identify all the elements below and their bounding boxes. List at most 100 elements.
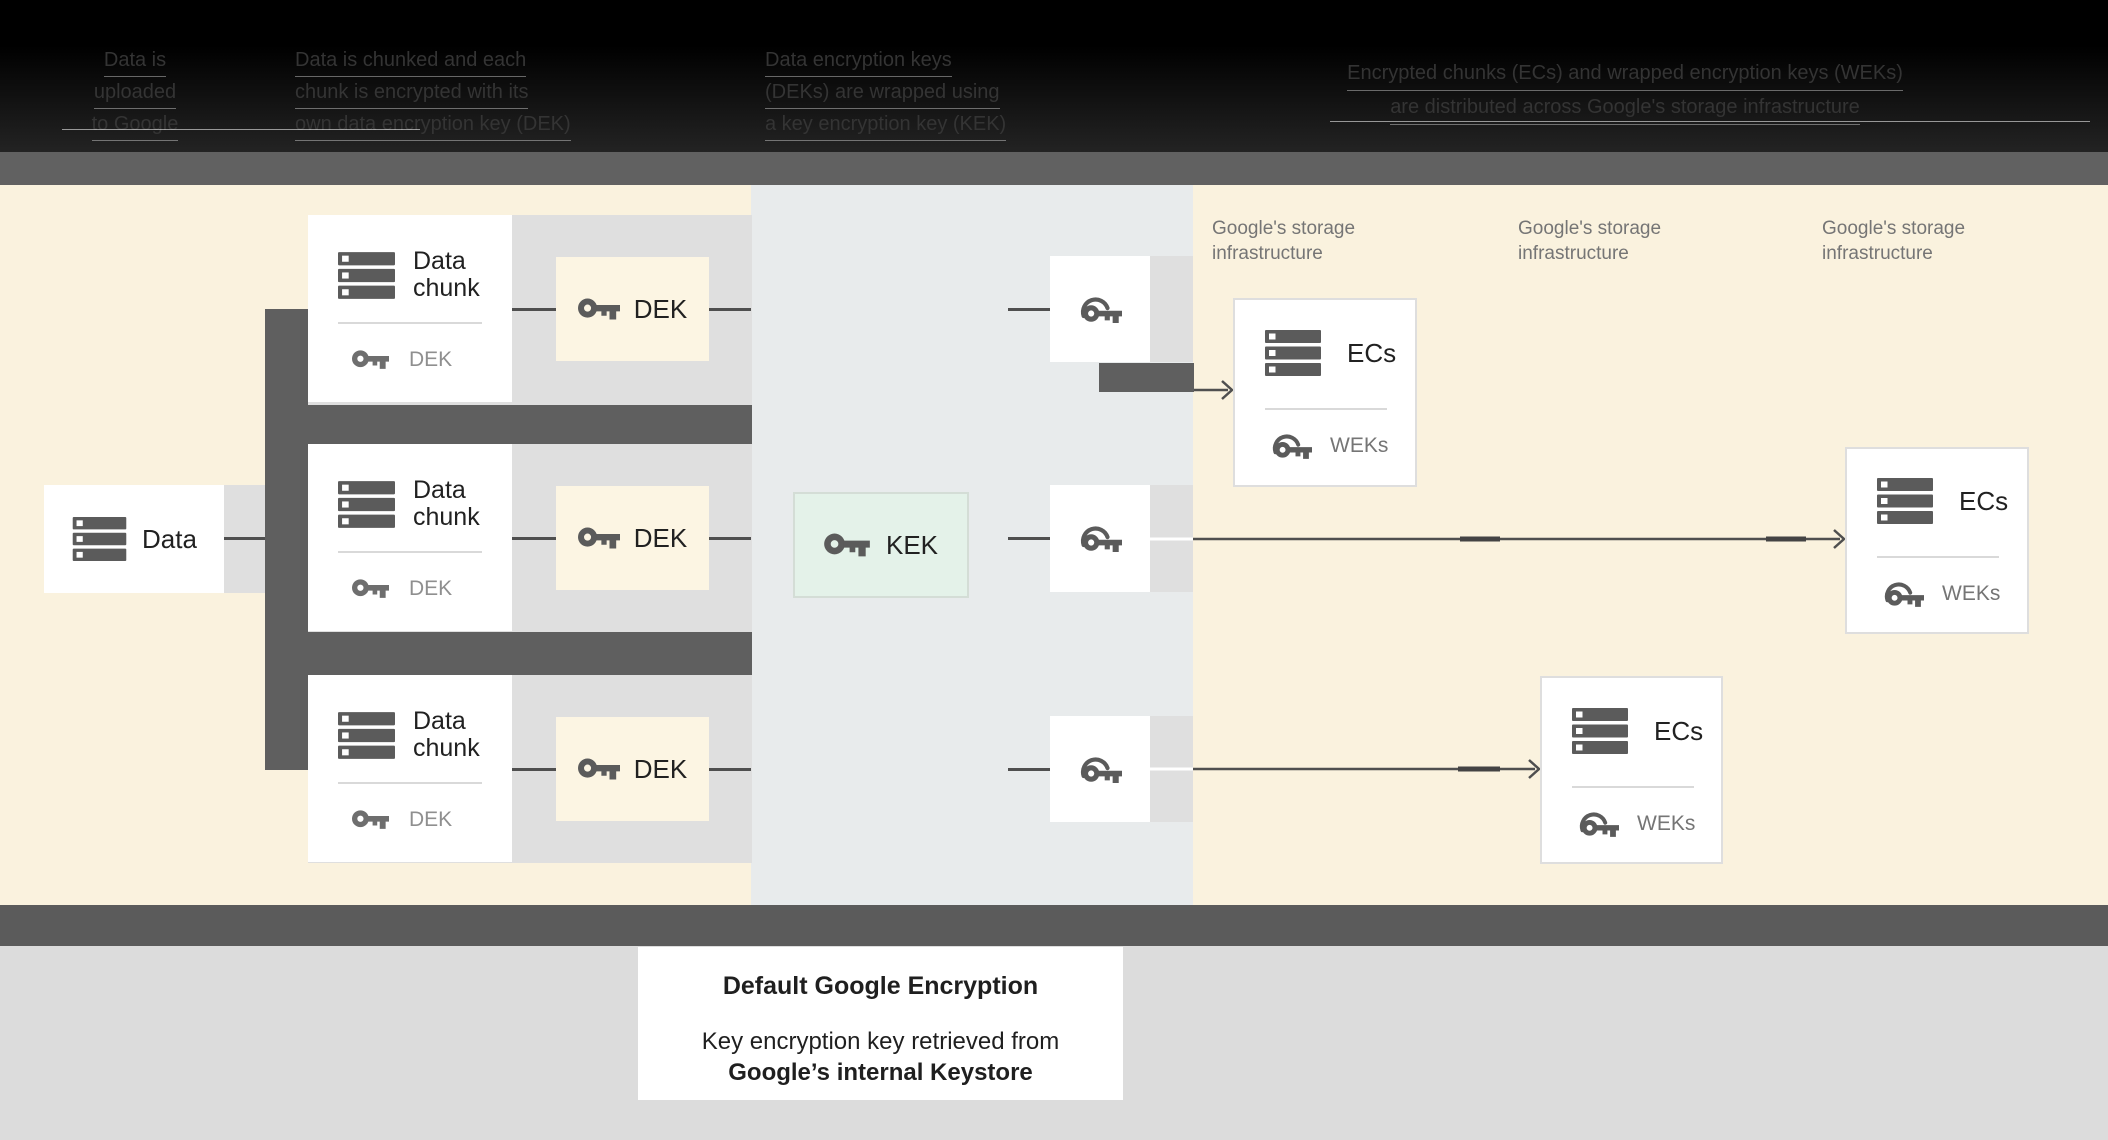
connector [1008,768,1050,771]
header-rule [62,129,420,130]
data-box-label: Data [142,523,197,554]
wrapped-key-icon [1079,755,1122,784]
ecs-box-top: ECs [1265,330,1396,376]
caption-line: Google’s internal Keystore [728,1059,1033,1086]
key-icon [577,297,620,322]
wrapped-key-icon [1079,295,1122,324]
dark-connector-block [1099,363,1194,392]
caption-title: Default Google Encryption [722,972,1039,1000]
wrapped-key-icon [1578,810,1619,838]
header-step-1-line: to Google [91,110,179,141]
header-step-3: Data encryption keys (DEKs) are wrapped … [765,46,1115,142]
storage-server-icon [338,251,395,299]
dek-box-label: DEK [633,293,688,324]
connector [709,308,751,311]
kek-box: KEK [793,492,969,598]
header-step-2-line: chunk is encrypted with its [295,78,529,109]
storage-server-icon [338,711,395,759]
storage-server-icon [1877,478,1933,524]
data-box: Data [44,485,224,593]
header-step-1-line: Data is [103,46,167,77]
connector [512,768,556,771]
wrapped-key-box [1050,716,1150,822]
key-box-shadow [1150,256,1193,362]
storage-server-icon [338,480,395,528]
header-step-4-line: Encrypted chunks (ECs) and wrapped encry… [1347,58,1903,91]
wrapped-key-box [1050,485,1150,592]
ecs-box-top: ECs [1877,478,2008,524]
ecs-box: ECs WEKs [1845,447,2029,634]
connector [709,537,751,540]
ecs-box: ECs WEKs [1233,298,1417,487]
connector [1008,537,1050,540]
card-divider [338,551,482,553]
ecs-label: ECs [1959,485,2009,516]
weks-label: WEKs [1637,812,1696,835]
dek-box: DEK [556,486,709,590]
chunk-card-bottom: DEK [352,577,452,601]
connector [1008,308,1050,311]
ecs-label: ECs [1654,715,1704,746]
wrapped-key-icon [1271,432,1312,460]
branch-trunk [265,309,308,770]
dek-box-label: DEK [633,522,688,553]
dek-box-label: DEK [633,753,688,784]
connector [512,308,556,311]
key-icon [824,532,870,559]
card-divider [1265,408,1387,410]
header-bar: Data is uploaded to Google Data is chunk… [0,0,2108,152]
caption-box: Default Google Encryption Key encryption… [638,947,1123,1100]
storage-server-icon [1265,330,1321,376]
key-icon [352,349,389,371]
card-divider [1877,556,1999,558]
storage-server-icon [1572,708,1628,754]
arrow-to-ecs-2 [1150,529,1846,549]
connector [709,768,751,771]
arrow-to-ecs-1 [1194,380,1234,400]
wrapped-key-box [1050,256,1150,362]
dek-box: DEK [556,257,709,361]
weks-label: WEKs [1942,582,2001,605]
header-rule [1330,121,2090,122]
header-step-3-line: a key encryption key (KEK) [765,110,1007,141]
card-divider [1572,786,1694,788]
ecs-box-top: ECs [1572,708,1703,754]
chunk-dek-label: DEK [409,348,453,371]
card-divider [338,322,482,324]
ecs-box: ECs WEKs [1540,676,1723,864]
chunk-dek-label: DEK [409,577,453,600]
ecs-box-bottom: WEKs [1578,810,1695,838]
header-step-1: Data is uploaded to Google [40,46,230,142]
key-icon [577,757,620,782]
key-icon [352,809,389,831]
chunk-card-bottom: DEK [352,348,452,372]
bottom-dark-band [0,905,2108,946]
branch-separator [265,632,752,675]
header-step-1-line: uploaded [93,78,177,109]
dek-box: DEK [556,717,709,821]
header-step-2: Data is chunked and each chunk is encryp… [295,46,640,142]
header-step-4-line: are distributed across Google's storage … [1390,92,1860,125]
caption-line: Key encryption key retrieved from [701,1028,1060,1055]
header-step-3-line: (DEKs) are wrapped using [765,78,1000,109]
key-icon [577,526,620,551]
weks-label: WEKs [1330,434,1389,457]
header-step-2-line: own data encryption key (DEK) [295,110,571,141]
storage-server-icon [71,517,128,561]
chunk-dek-label: DEK [409,808,453,831]
card-divider [338,782,482,784]
header-step-3-line: Data encryption keys [765,46,952,77]
chunk-card-bottom: DEK [352,808,452,832]
